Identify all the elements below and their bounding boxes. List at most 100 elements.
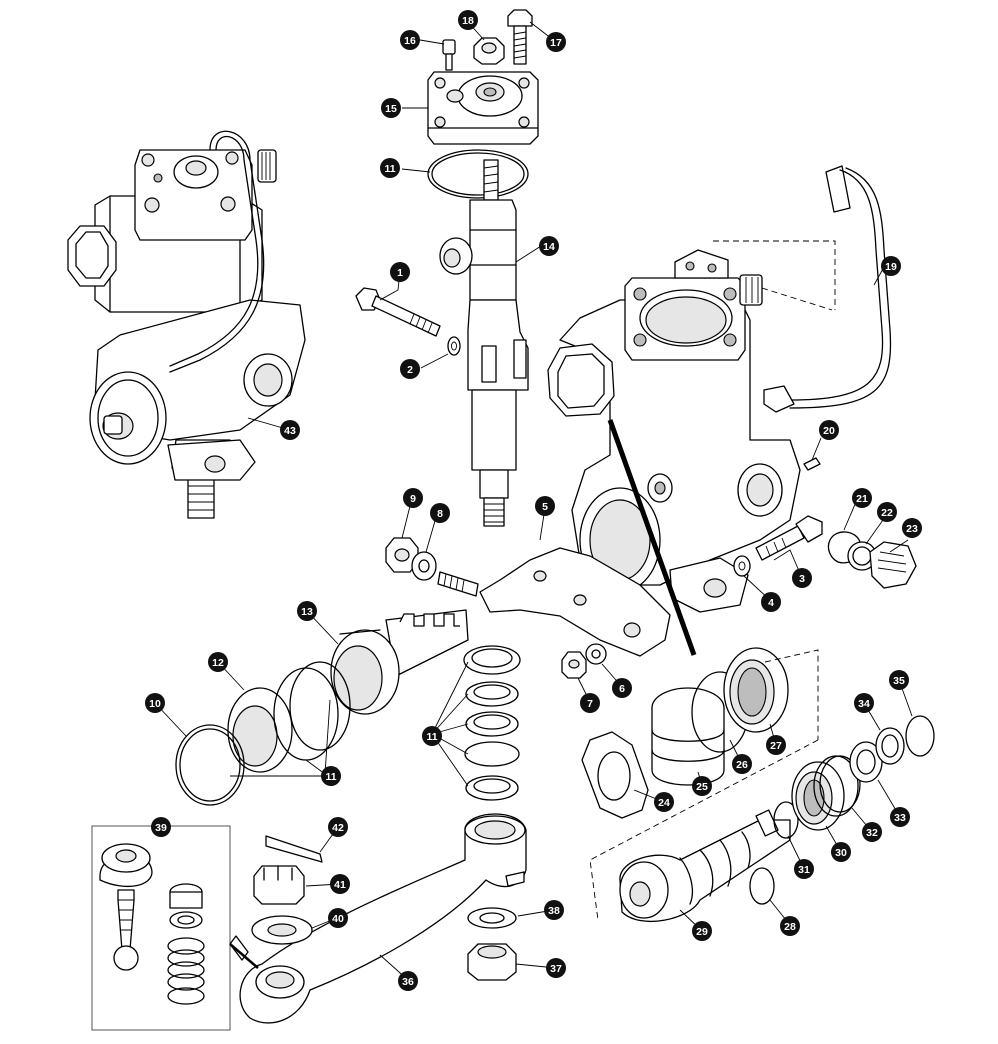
svg-text:3: 3 (799, 573, 805, 585)
svg-text:19: 19 (885, 261, 897, 273)
svg-text:28: 28 (784, 921, 796, 933)
svg-text:6: 6 (619, 683, 625, 695)
svg-text:11: 11 (426, 731, 437, 743)
callout-badge: 15 (381, 98, 401, 118)
callout-badge: 40 (328, 908, 348, 928)
pitman-nut-washer (467, 907, 517, 981)
callout-badge: 14 (539, 236, 559, 256)
callout-badge: 29 (692, 921, 712, 941)
callout-badge: 28 (780, 916, 800, 936)
bracket-hole (623, 622, 641, 638)
svg-text:7: 7 (587, 698, 593, 710)
svg-text:37: 37 (550, 963, 562, 975)
svg-text:30: 30 (835, 847, 847, 859)
bolt-and-washer (355, 287, 461, 356)
svg-text:15: 15 (385, 103, 397, 115)
adjuster-parts (733, 515, 917, 589)
small-nut-washer (561, 643, 607, 679)
callout-badge: 43 (280, 420, 300, 440)
svg-text:9: 9 (410, 493, 416, 505)
worm-parts (581, 647, 935, 922)
bracket-hole (533, 570, 547, 582)
svg-text:25: 25 (696, 781, 708, 793)
svg-text:10: 10 (149, 698, 161, 710)
callout-badge: 6 (612, 678, 632, 698)
callout-badge: 35 (889, 670, 909, 690)
svg-text:22: 22 (881, 507, 893, 519)
svg-text:26: 26 (736, 759, 748, 771)
callout-badge: 5 (535, 496, 555, 516)
callout-badge: 3 (792, 568, 812, 588)
callout-badge: 16 (400, 30, 420, 50)
callout-badge: 13 (297, 601, 317, 621)
svg-text:40: 40 (332, 913, 344, 925)
callout-badges: 1 2 3 4 5 6 7 8 9 10 11 11 11 12 13 14 1… (145, 10, 922, 991)
svg-text:23: 23 (906, 523, 918, 535)
callout-badge: 41 (330, 874, 350, 894)
svg-text:20: 20 (823, 425, 835, 437)
callout-badge: 36 (398, 971, 418, 991)
bracket-hole (573, 594, 587, 606)
callout-badge: 11 (321, 766, 341, 786)
pitman-arm (239, 813, 527, 1024)
main-housing (547, 240, 836, 656)
svg-text:12: 12 (212, 657, 224, 669)
callout-badge: 30 (831, 842, 851, 862)
castle-nut-parts (251, 835, 323, 945)
stud-nut-washer (385, 537, 479, 597)
seal-stack (463, 645, 521, 801)
callout-badge: 20 (819, 420, 839, 440)
callout-badge: 37 (546, 958, 566, 978)
svg-text:43: 43 (284, 425, 296, 437)
callout-badge: 12 (208, 652, 228, 672)
svg-text:4: 4 (768, 597, 774, 609)
svg-text:17: 17 (550, 37, 562, 49)
svg-text:18: 18 (462, 15, 474, 27)
callout-badge: 17 (546, 32, 566, 52)
svg-text:32: 32 (866, 827, 878, 839)
callout-badge: 2 (400, 359, 420, 379)
svg-text:11: 11 (325, 771, 336, 783)
svg-text:21: 21 (856, 493, 868, 505)
callout-badge: 8 (430, 503, 450, 523)
svg-text:36: 36 (402, 976, 414, 988)
svg-text:8: 8 (437, 508, 443, 520)
callout-badge: 21 (852, 488, 872, 508)
callout-badge: 34 (854, 693, 874, 713)
svg-text:5: 5 (542, 501, 548, 513)
svg-text:2: 2 (407, 364, 413, 376)
callout-badge: 27 (766, 735, 786, 755)
svg-text:38: 38 (548, 905, 560, 917)
rack-piston (175, 609, 469, 806)
callout-badge: 7 (580, 693, 600, 713)
callout-badge: 38 (544, 900, 564, 920)
callout-badge: 11 (422, 726, 442, 746)
callout-badge: 11 (380, 158, 400, 178)
svg-text:24: 24 (658, 797, 670, 809)
assembled-steering-box (67, 130, 306, 519)
callout-badge: 18 (458, 10, 478, 30)
callout-badge: 9 (403, 488, 423, 508)
svg-text:27: 27 (770, 740, 782, 752)
svg-text:34: 34 (858, 698, 870, 710)
svg-text:13: 13 (301, 606, 313, 618)
callout-badge: 39 (151, 817, 171, 837)
callout-badge: 1 (390, 262, 410, 282)
svg-text:41: 41 (334, 879, 346, 891)
svg-text:29: 29 (696, 926, 708, 938)
callout-badge: 4 (761, 592, 781, 612)
svg-text:1: 1 (397, 267, 403, 279)
svg-text:31: 31 (798, 864, 810, 876)
ball-joint-kit (91, 825, 249, 1031)
hydraulic-pipe (763, 165, 892, 413)
callout-badge: 31 (794, 859, 814, 879)
svg-text:33: 33 (894, 812, 906, 824)
callout-badge: 32 (862, 822, 882, 842)
svg-text:14: 14 (543, 241, 555, 253)
callout-badge: 24 (654, 792, 674, 812)
callout-badge: 25 (692, 776, 712, 796)
callout-badge: 19 (881, 256, 901, 276)
input-shaft-valve (439, 159, 529, 527)
callout-badge: 33 (890, 807, 910, 827)
